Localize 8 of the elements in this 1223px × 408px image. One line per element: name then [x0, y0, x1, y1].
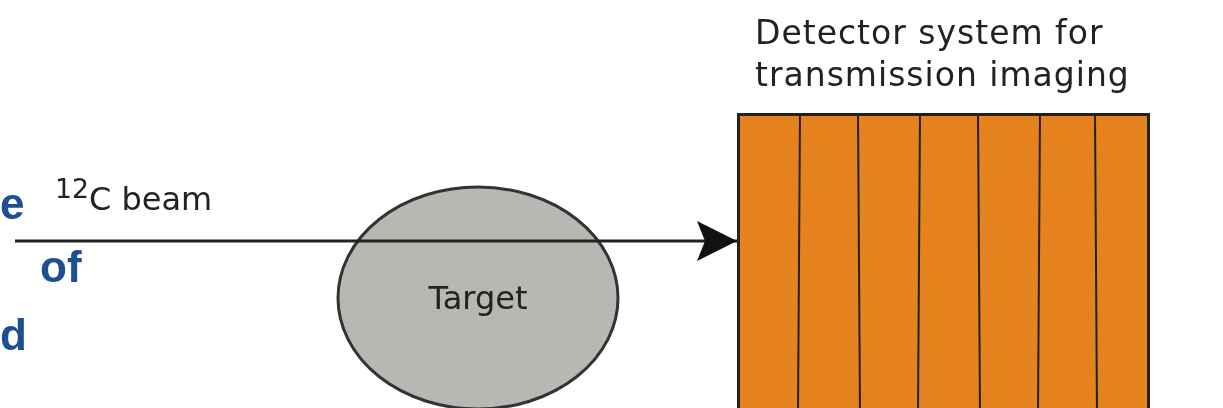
edge-label: $^{12}$C beam — [55, 176, 213, 215]
arrow — [15, 221, 737, 261]
text-fragment: d — [0, 313, 27, 357]
detector-heading: Detector system for transmission imaging — [755, 12, 1131, 96]
target-label: Target — [427, 282, 529, 314]
text-fragment: e — [0, 182, 25, 226]
text-fragment: of — [40, 245, 82, 289]
detector-block — [737, 113, 1150, 408]
